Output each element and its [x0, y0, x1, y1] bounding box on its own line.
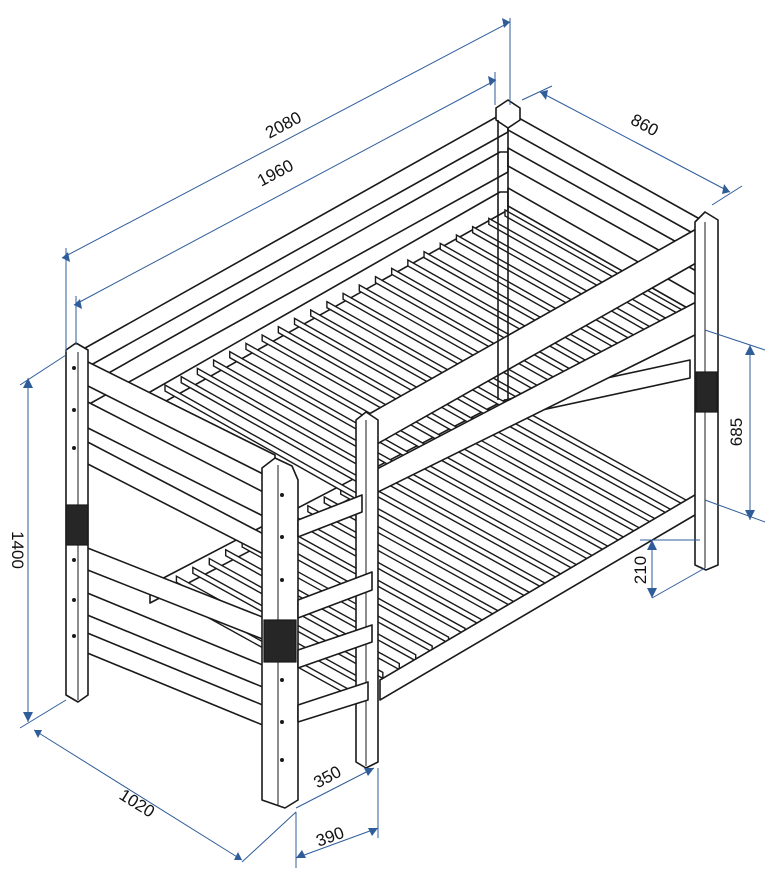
label-ladder-depth: 350 — [310, 762, 344, 792]
front-right-post-joint — [695, 371, 718, 413]
label-ladder-offset: 390 — [314, 823, 347, 851]
ladder-step-3 — [297, 624, 373, 669]
label-bunk-spacing: 685 — [727, 418, 746, 446]
label-footprint-width: 1020 — [116, 785, 158, 821]
left-front-post-joint — [263, 619, 297, 663]
label-inner-length: 1960 — [254, 156, 296, 191]
ladder — [297, 494, 373, 723]
label-overall-length: 2080 — [262, 108, 304, 143]
dimension-lines — [19, 18, 766, 868]
ladder-step-2 — [297, 571, 373, 619]
label-depth: 860 — [628, 110, 662, 140]
back-right-post — [495, 99, 521, 129]
upper-bunk — [77, 111, 706, 561]
ladder-step-1 — [297, 494, 363, 538]
ladder-step-4 — [297, 681, 369, 723]
label-total-height: 1400 — [8, 531, 27, 569]
left-back-post-joint — [65, 504, 89, 546]
label-floor-clearance: 210 — [631, 556, 650, 584]
